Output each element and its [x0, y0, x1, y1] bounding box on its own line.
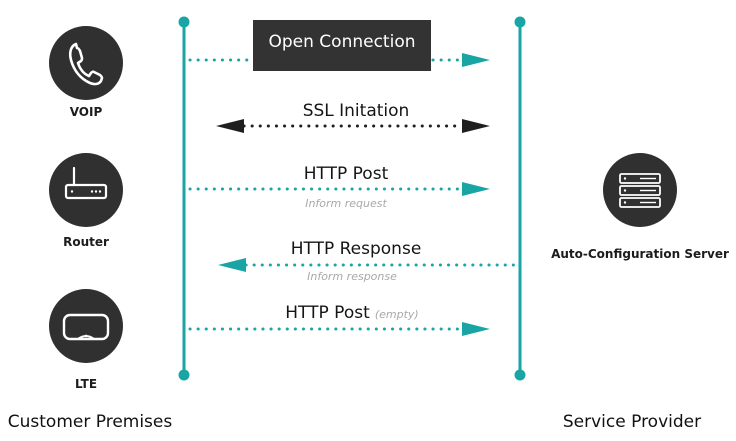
provider-lifeline-top-dot [514, 16, 526, 28]
http-post-arrowhead [462, 182, 490, 196]
voip-label: VOIP [69, 105, 103, 119]
server-label: Auto-Configuration Server [551, 247, 729, 261]
http-post-empty-label: HTTP Post [285, 303, 370, 323]
http-post-empty-arrowhead [462, 322, 490, 336]
empty-qualifier-label: (empty) [374, 308, 419, 321]
ssl-arrowhead-right [462, 119, 490, 133]
ssl-arrowhead-left [216, 119, 244, 133]
inform-request-label: Inform request [305, 197, 387, 210]
customer-premises-label: Customer Premises [7, 412, 173, 432]
router-label: Router [63, 235, 109, 249]
phone-icon [49, 26, 123, 100]
http-post-label: HTTP Post [303, 164, 389, 184]
lte-modem-icon [49, 289, 123, 363]
server-rack-icon [603, 153, 677, 227]
http-post-empty-label-group: HTTP Post (empty) [285, 305, 418, 322]
router-icon [49, 153, 123, 227]
provider-lifeline-bottom-dot [514, 369, 526, 381]
open-connection-box: Open Connection [253, 20, 431, 71]
lte-label: LTE [74, 377, 98, 391]
http-response-arrowhead [218, 258, 246, 272]
customer-lifeline-bottom-dot [178, 369, 190, 381]
customer-lifeline-top-dot [178, 16, 190, 28]
open-connection-arrowhead [462, 53, 490, 67]
ssl-initiation-label: SSL Initation [302, 101, 410, 121]
open-connection-label: Open Connection [268, 31, 416, 52]
inform-response-label: Inform response [307, 270, 397, 283]
service-provider-label: Service Provider [562, 412, 702, 432]
http-response-label: HTTP Response [290, 239, 422, 259]
